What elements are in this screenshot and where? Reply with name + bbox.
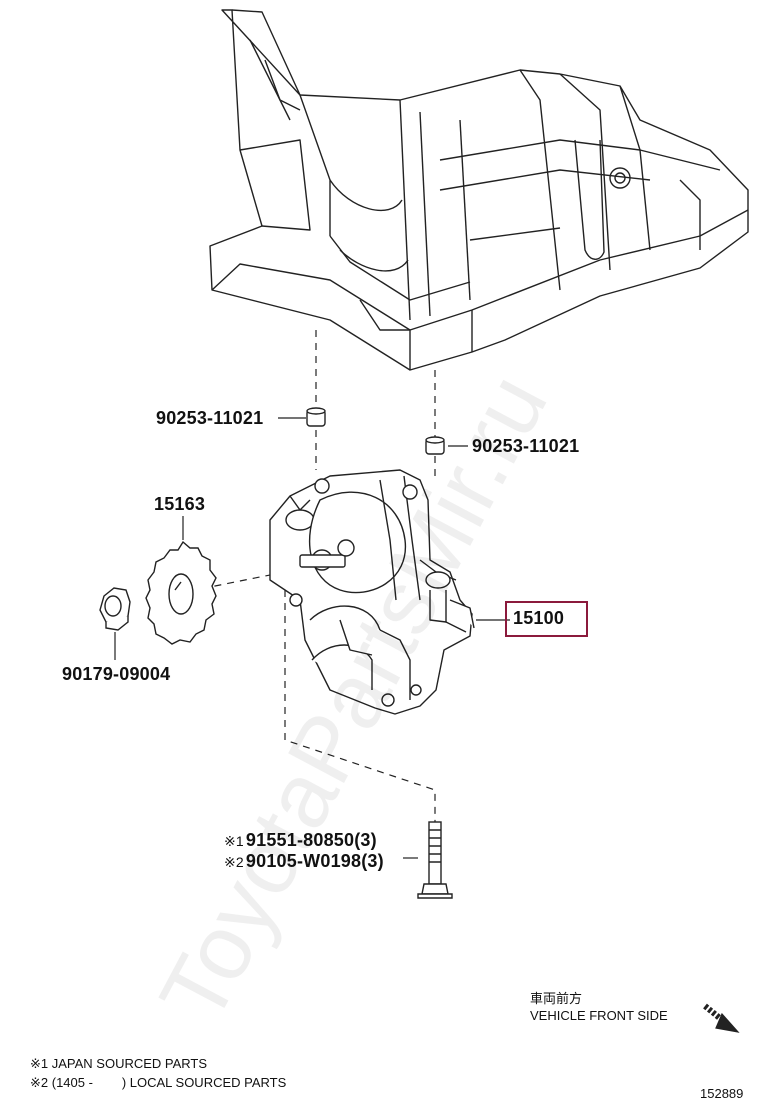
pin-left: [306, 407, 326, 427]
direction-jp: 車両前方: [530, 991, 583, 1006]
direction-en: VEHICLE FRONT SIDE: [530, 1008, 668, 1023]
label-bolt-1-number: 91551-80850(3): [245, 830, 377, 850]
label-pin-left[interactable]: 90253-11021: [156, 408, 264, 428]
nut-drawing: [99, 587, 131, 631]
engine-block: [209, 9, 749, 371]
vehicle-front-arrow-icon: [703, 1003, 740, 1033]
highlight-box-oil-pump: [505, 601, 588, 637]
label-oil-pump[interactable]: 15100: [513, 608, 565, 628]
sprocket-drawing: [145, 540, 217, 645]
oil-pump-drawing: [269, 469, 475, 715]
note-local-sourced: ※2 (1405 - ) LOCAL SOURCED PARTS: [30, 1075, 287, 1090]
bolt-drawing: [417, 821, 453, 899]
solid-leader-lines: [114, 417, 510, 859]
note-japan-sourced: ※1 JAPAN SOURCED PARTS: [30, 1056, 208, 1071]
label-sprocket[interactable]: 15163: [154, 494, 206, 514]
mark-1: ※1: [224, 833, 244, 849]
label-bolt-2-number: 90105-W0198(3): [245, 851, 384, 871]
label-pin-right[interactable]: 90253-11021: [472, 436, 580, 456]
illustration-id: 152889: [700, 1086, 744, 1101]
mark-2: ※2: [224, 854, 244, 870]
pin-right: [425, 436, 445, 455]
label-nut[interactable]: 90179-09004: [62, 664, 171, 684]
